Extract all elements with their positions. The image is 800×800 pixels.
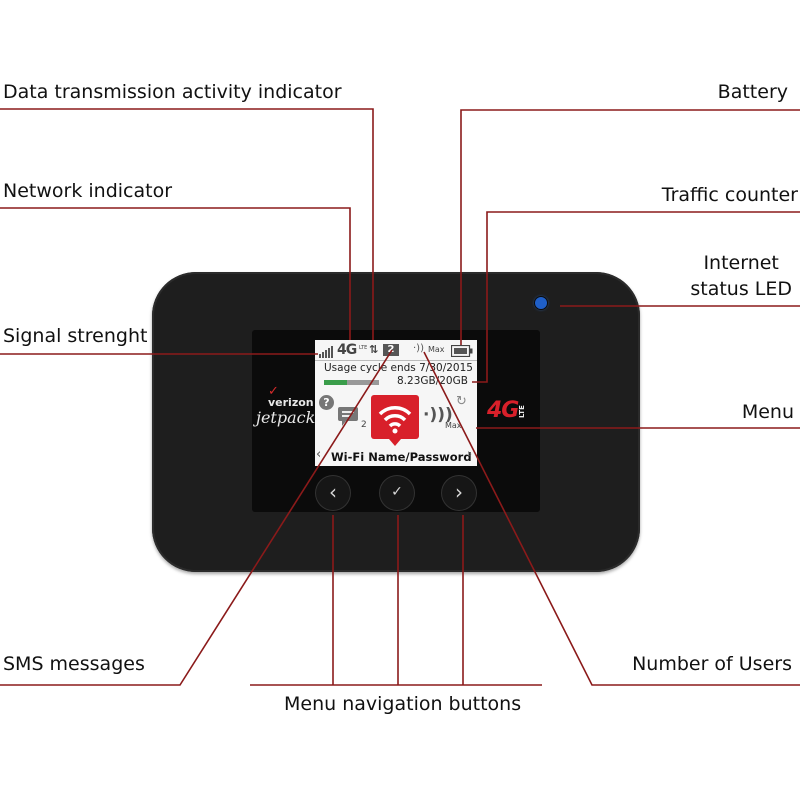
status-divider [315, 360, 477, 361]
usage-progress-track [324, 380, 379, 385]
label-battery: Battery [717, 81, 788, 103]
battery-icon [451, 345, 473, 357]
users-max-top: Max [428, 345, 445, 354]
usage-progress-fill [324, 380, 347, 385]
label-users: Number of Users [632, 653, 792, 675]
nav-right-button[interactable]: › [442, 476, 476, 510]
usage-amount-text: 8.23GB/20GB [397, 375, 468, 387]
brand-name: verizon [268, 396, 314, 409]
data-activity-icon: ⇅ [369, 343, 379, 356]
usage-cycle-text: Usage cycle ends 7/30/2015 [324, 362, 473, 374]
network-indicator-sub: LTE [359, 345, 368, 351]
device-screen: 4G LTE ⇅ 2 ·)) Max Usage cycle ends 7/30… [315, 340, 477, 466]
label-nav-buttons: Menu navigation buttons [284, 693, 522, 715]
wifi-icon [371, 395, 419, 446]
leader-users [423, 351, 800, 686]
menu-prev-arrow-icon: ‹ [316, 447, 322, 462]
sms-count-badge: 2 [383, 344, 399, 356]
label-signal: Signal strenght [3, 325, 148, 347]
menu-title: Wi-Fi Name/Password [331, 450, 472, 464]
network-indicator: 4G [337, 342, 357, 358]
users-wifi-icon: ·)) [413, 343, 424, 354]
help-icon: ? [319, 395, 334, 410]
users-broadcast-icon: ·))) [423, 405, 453, 425]
internet-status-led [535, 297, 547, 309]
label-menu: Menu [741, 401, 794, 423]
menu-next-arrow-icon: › [467, 447, 473, 462]
brand-checkmark-icon: ✓ [268, 384, 279, 399]
leader-sms [0, 349, 393, 686]
lte-badge: 4G [487, 398, 519, 423]
leader-traffic [472, 211, 800, 383]
leader-battery [460, 109, 800, 345]
label-network: Network indicator [3, 180, 173, 202]
users-max-label: Max [445, 421, 462, 430]
nav-left-button[interactable]: ‹ [316, 476, 350, 510]
refresh-icon: ↻ [456, 394, 467, 409]
label-traffic: Traffic counter [661, 184, 798, 206]
product-name: jetpack [256, 408, 316, 427]
label-sms: SMS messages [3, 653, 145, 675]
sms-icon-count: 2 [361, 420, 367, 430]
nav-ok-button[interactable]: ✓ [380, 476, 414, 510]
label-data-activity: Data transmission activity indicator [3, 81, 342, 103]
leader-data-activity [0, 108, 374, 340]
label-internet-led: Internet status LED [690, 252, 792, 300]
signal-strength-icon [319, 346, 333, 358]
leader-network [0, 207, 351, 340]
